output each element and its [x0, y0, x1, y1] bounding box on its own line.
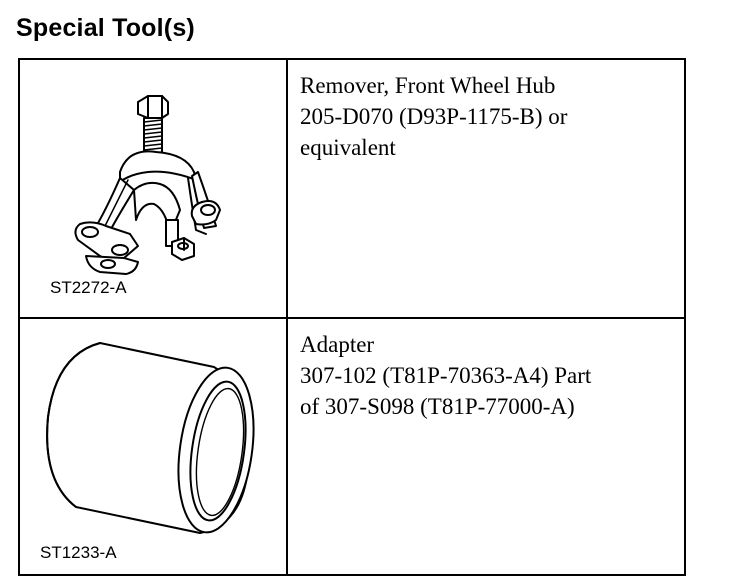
page-title: Special Tool(s) — [16, 14, 195, 42]
tool-description-line: Remover, Front Wheel Hub — [300, 73, 556, 98]
tool-code: ST1233-A — [40, 543, 117, 562]
tool-description-line: Adapter — [300, 332, 375, 357]
special-tools-table: ST2272-A Remover, Front Wheel Hub 205-D0… — [18, 58, 686, 576]
tool-description-line: of 307-S098 (T81P-77000-A) — [300, 394, 575, 419]
tool-description-line: 307-102 (T81P-70363-A4) Part — [300, 363, 592, 388]
tool-code: ST2272-A — [50, 278, 127, 297]
tool-image-cell: ST1233-A — [20, 319, 288, 574]
tool-description: Remover, Front Wheel Hub 205-D070 (D93P-… — [300, 70, 680, 163]
tool-description-line: 205-D070 (D93P-1175-B) or — [300, 104, 568, 129]
hub-remover-illustration — [74, 95, 221, 275]
adapter-sleeve-illustration — [46, 342, 255, 534]
tool-description: Adapter 307-102 (T81P-70363-A4) Part of … — [300, 329, 680, 422]
tool-row: ST1233-A Adapter 307-102 (T81P-70363-A4)… — [20, 319, 684, 574]
tool-description-line: equivalent — [300, 135, 396, 160]
tool-image-cell: ST2272-A — [20, 60, 288, 317]
tool-row: ST2272-A Remover, Front Wheel Hub 205-D0… — [20, 60, 684, 319]
